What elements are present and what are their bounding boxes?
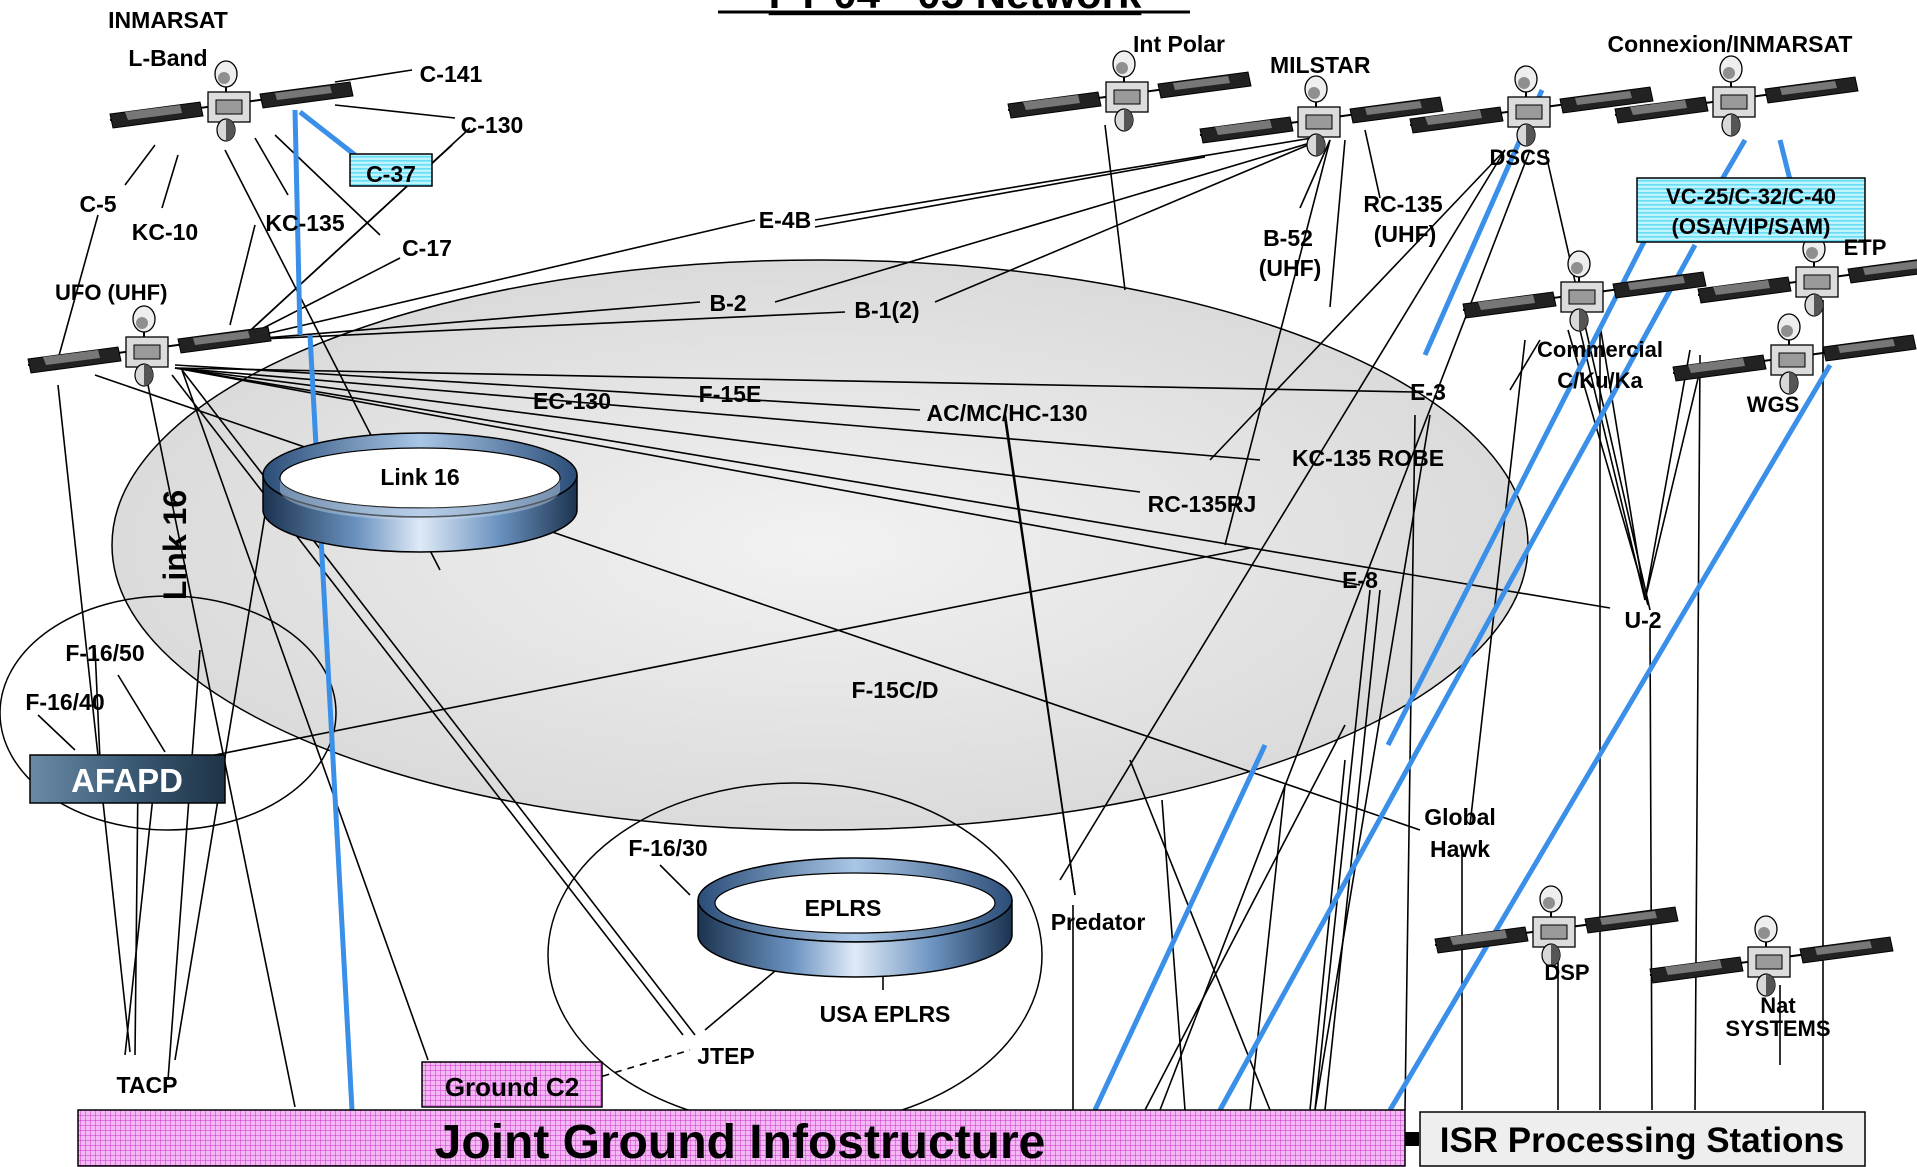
link16-ring bbox=[263, 433, 577, 552]
joint-ground-connector bbox=[1405, 1132, 1419, 1146]
label-nat: Nat bbox=[1760, 993, 1796, 1018]
label-ckuka: C/Ku/Ka bbox=[1557, 368, 1643, 393]
label-afapd: AFAPD bbox=[71, 762, 183, 799]
label-b1: B-1(2) bbox=[854, 297, 919, 323]
satellite-int-polar bbox=[1008, 51, 1251, 131]
label-b52-uhf: (UHF) bbox=[1259, 255, 1322, 281]
label-e8: E-8 bbox=[1342, 567, 1378, 593]
page-title: FY 04 - 05 Network bbox=[769, 0, 1142, 17]
label-vc25-line1: VC-25/C-32/C-40 bbox=[1666, 184, 1836, 209]
label-b52: B-52 bbox=[1263, 225, 1313, 251]
label-c5: C-5 bbox=[79, 191, 116, 217]
label-f15e: F-15E bbox=[699, 381, 762, 407]
label-b2: B-2 bbox=[709, 290, 746, 316]
label-etp: ETP bbox=[1844, 235, 1887, 260]
label-vc25-line2: (OSA/VIP/SAM) bbox=[1672, 214, 1831, 239]
satellite-inmarsat bbox=[110, 61, 353, 141]
satellite-nat-systems bbox=[1650, 916, 1893, 996]
label-e4b: E-4B bbox=[759, 207, 811, 233]
label-eplrs-ring: EPLRS bbox=[805, 895, 882, 921]
label-c17: C-17 bbox=[402, 235, 452, 261]
label-inmarsat: INMARSAT bbox=[108, 7, 228, 33]
label-commercial: Commercial bbox=[1537, 337, 1663, 362]
label-kc135: KC-135 bbox=[265, 210, 344, 236]
label-global: Global bbox=[1424, 804, 1496, 830]
label-e3: E-3 bbox=[1410, 379, 1446, 405]
label-isr: ISR Processing Stations bbox=[1440, 1121, 1845, 1160]
label-f15cd: F-15C/D bbox=[852, 677, 939, 703]
label-rc135: RC-135 bbox=[1363, 191, 1442, 217]
label-tacp: TACP bbox=[117, 1072, 178, 1098]
label-kc10: KC-10 bbox=[132, 219, 198, 245]
label-milstar: MILSTAR bbox=[1270, 52, 1371, 78]
label-wgs: WGS bbox=[1747, 392, 1800, 417]
label-f1640: F-16/40 bbox=[25, 689, 104, 715]
label-int-polar: Int Polar bbox=[1133, 31, 1225, 57]
label-f1650: F-16/50 bbox=[65, 640, 144, 666]
label-usa-eplrs: USA EPLRS bbox=[820, 1001, 951, 1027]
label-ground-c2: Ground C2 bbox=[445, 1072, 579, 1102]
satellite-wgs bbox=[1673, 314, 1916, 394]
label-dsp: DSP bbox=[1544, 960, 1589, 985]
label-u2: U-2 bbox=[1624, 607, 1661, 633]
label-jtep: JTEP bbox=[697, 1043, 755, 1069]
satellite-dsp bbox=[1435, 886, 1678, 966]
label-lband: L-Band bbox=[128, 45, 207, 71]
label-link16-vertical: Link 16 bbox=[157, 490, 193, 600]
label-systems: SYSTEMS bbox=[1725, 1016, 1830, 1041]
satellite-commercial bbox=[1463, 251, 1706, 331]
label-f1630: F-16/30 bbox=[628, 835, 707, 861]
label-acmchc130: AC/MC/HC-130 bbox=[926, 400, 1087, 426]
satellite-ufo bbox=[28, 306, 271, 386]
label-predator: Predator bbox=[1051, 909, 1146, 935]
label-connexion: Connexion/INMARSAT bbox=[1608, 31, 1853, 57]
label-c37: C-37 bbox=[366, 161, 416, 187]
label-link16-ring: Link 16 bbox=[380, 464, 459, 490]
label-ec130: EC-130 bbox=[533, 388, 611, 414]
satellite-dscs bbox=[1410, 66, 1653, 146]
label-rc135-uhf: (UHF) bbox=[1374, 221, 1437, 247]
label-ufo: UFO (UHF) bbox=[55, 280, 167, 305]
label-hawk: Hawk bbox=[1430, 836, 1490, 862]
label-rc135rj: RC-135RJ bbox=[1148, 491, 1257, 517]
label-joint-ground: Joint Ground Infostructure bbox=[435, 1116, 1046, 1167]
label-c130: C-130 bbox=[461, 112, 524, 138]
label-dscs: DSCS bbox=[1489, 145, 1550, 170]
label-kc135robe: KC-135 ROBE bbox=[1292, 445, 1444, 471]
label-c141: C-141 bbox=[420, 61, 483, 87]
